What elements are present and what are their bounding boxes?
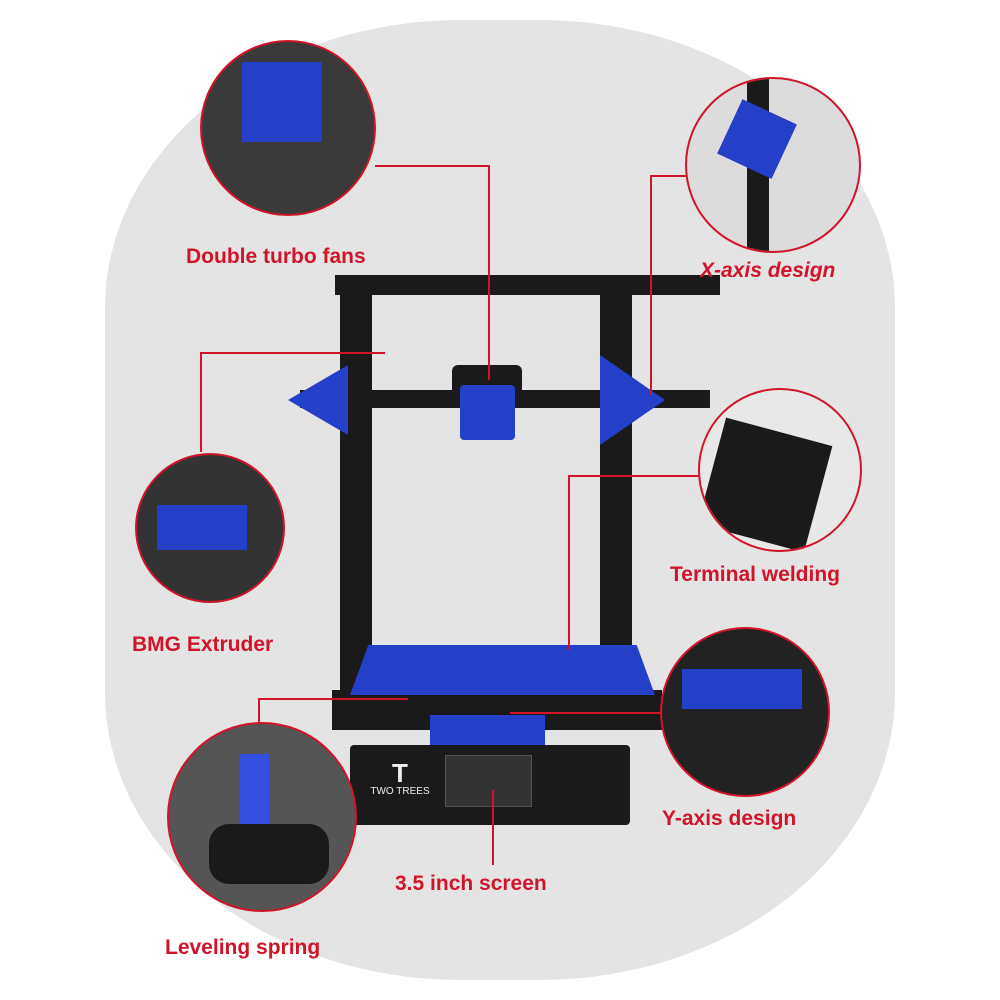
label-terminal-welding: Terminal welding: [670, 563, 840, 586]
detail-y-axis: [660, 627, 830, 797]
label-screen: 3.5 inch screen: [395, 872, 547, 895]
detail-fans: [200, 40, 376, 216]
detail-terminal: [698, 388, 862, 552]
label-bmg-extruder: BMG Extruder: [132, 633, 274, 656]
detail-x-axis: [685, 77, 861, 253]
detail-spring: [167, 722, 357, 912]
label-y-axis-design: Y-axis design: [662, 807, 797, 830]
brand-logo: T TWO TREES: [370, 758, 430, 797]
label-x-axis-design: X-axis design: [700, 259, 836, 282]
label-leveling-spring: Leveling spring: [165, 936, 321, 959]
label-double-turbo-fans: Double turbo fans: [186, 245, 366, 268]
detail-extruder: [135, 453, 285, 603]
